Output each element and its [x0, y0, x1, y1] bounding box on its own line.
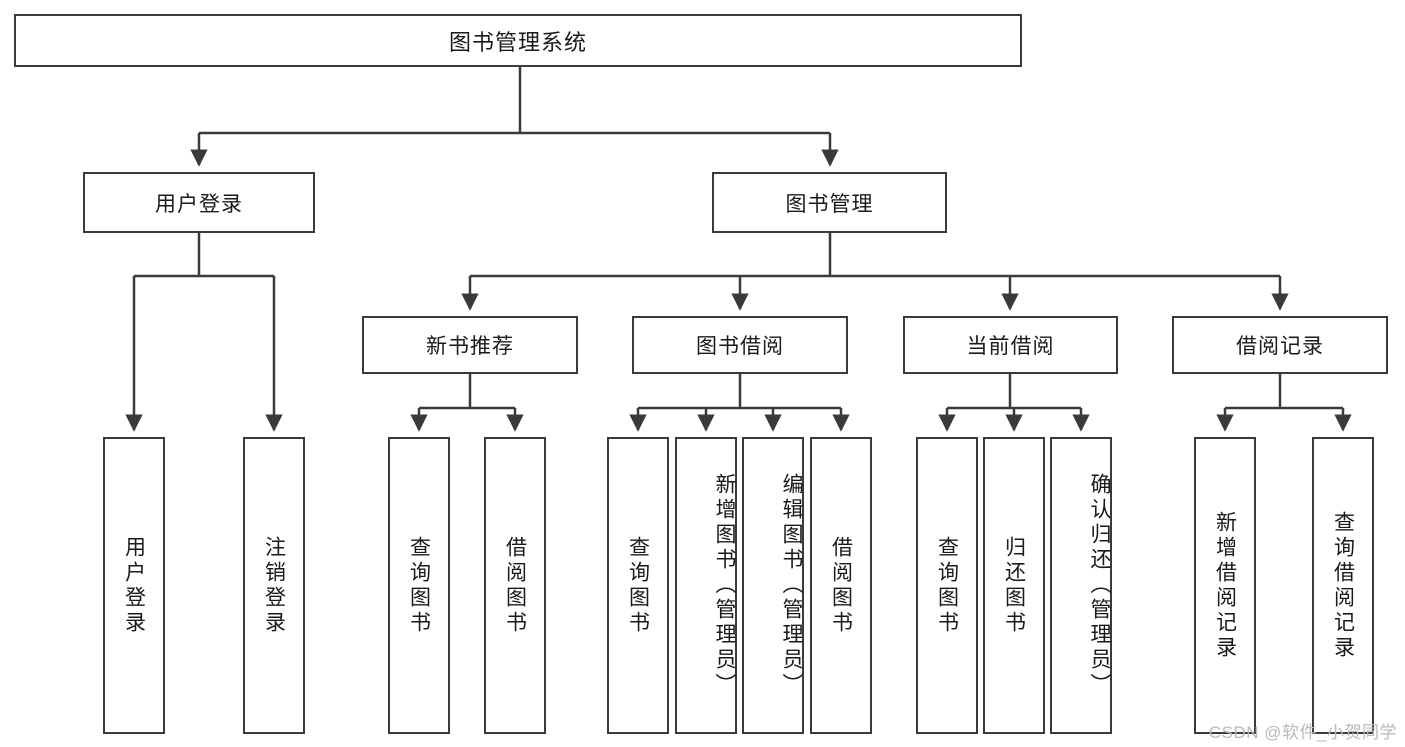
leaf-return-book[interactable]: 归还图书 — [983, 437, 1045, 734]
node-borrowing-record[interactable]: 借阅记录 — [1172, 316, 1388, 374]
leaf-borrow-book-recommend[interactable]: 借阅图书 — [484, 437, 546, 734]
node-current-borrowing[interactable]: 当前借阅 — [903, 316, 1118, 374]
node-user-login[interactable]: 用户登录 — [83, 172, 315, 233]
leaf-confirm-return-admin[interactable]: 确认归还（管理员） — [1050, 437, 1112, 734]
node-book-management[interactable]: 图书管理 — [712, 172, 947, 233]
leaf-query-book-current[interactable]: 查询图书 — [916, 437, 978, 734]
leaf-user-logout[interactable]: 注销登录 — [243, 437, 305, 734]
csdn-watermark: CSDN @软件_小贺同学 — [1208, 723, 1397, 742]
node-root-book-management-system[interactable]: 图书管理系统 — [14, 14, 1022, 67]
leaf-query-book-recommend[interactable]: 查询图书 — [388, 437, 450, 734]
node-new-book-recommendation[interactable]: 新书推荐 — [362, 316, 578, 374]
leaf-borrow-book-borrowing[interactable]: 借阅图书 — [810, 437, 872, 734]
leaf-add-borrow-record[interactable]: 新增借阅记录 — [1194, 437, 1256, 734]
leaf-query-book-borrowing[interactable]: 查询图书 — [607, 437, 669, 734]
leaf-user-login[interactable]: 用户登录 — [103, 437, 165, 734]
leaf-edit-book-admin[interactable]: 编辑图书（管理员） — [742, 437, 804, 734]
node-book-borrowing[interactable]: 图书借阅 — [632, 316, 848, 374]
leaf-query-borrow-record[interactable]: 查询借阅记录 — [1312, 437, 1374, 734]
leaf-add-book-admin[interactable]: 新增图书（管理员） — [675, 437, 737, 734]
